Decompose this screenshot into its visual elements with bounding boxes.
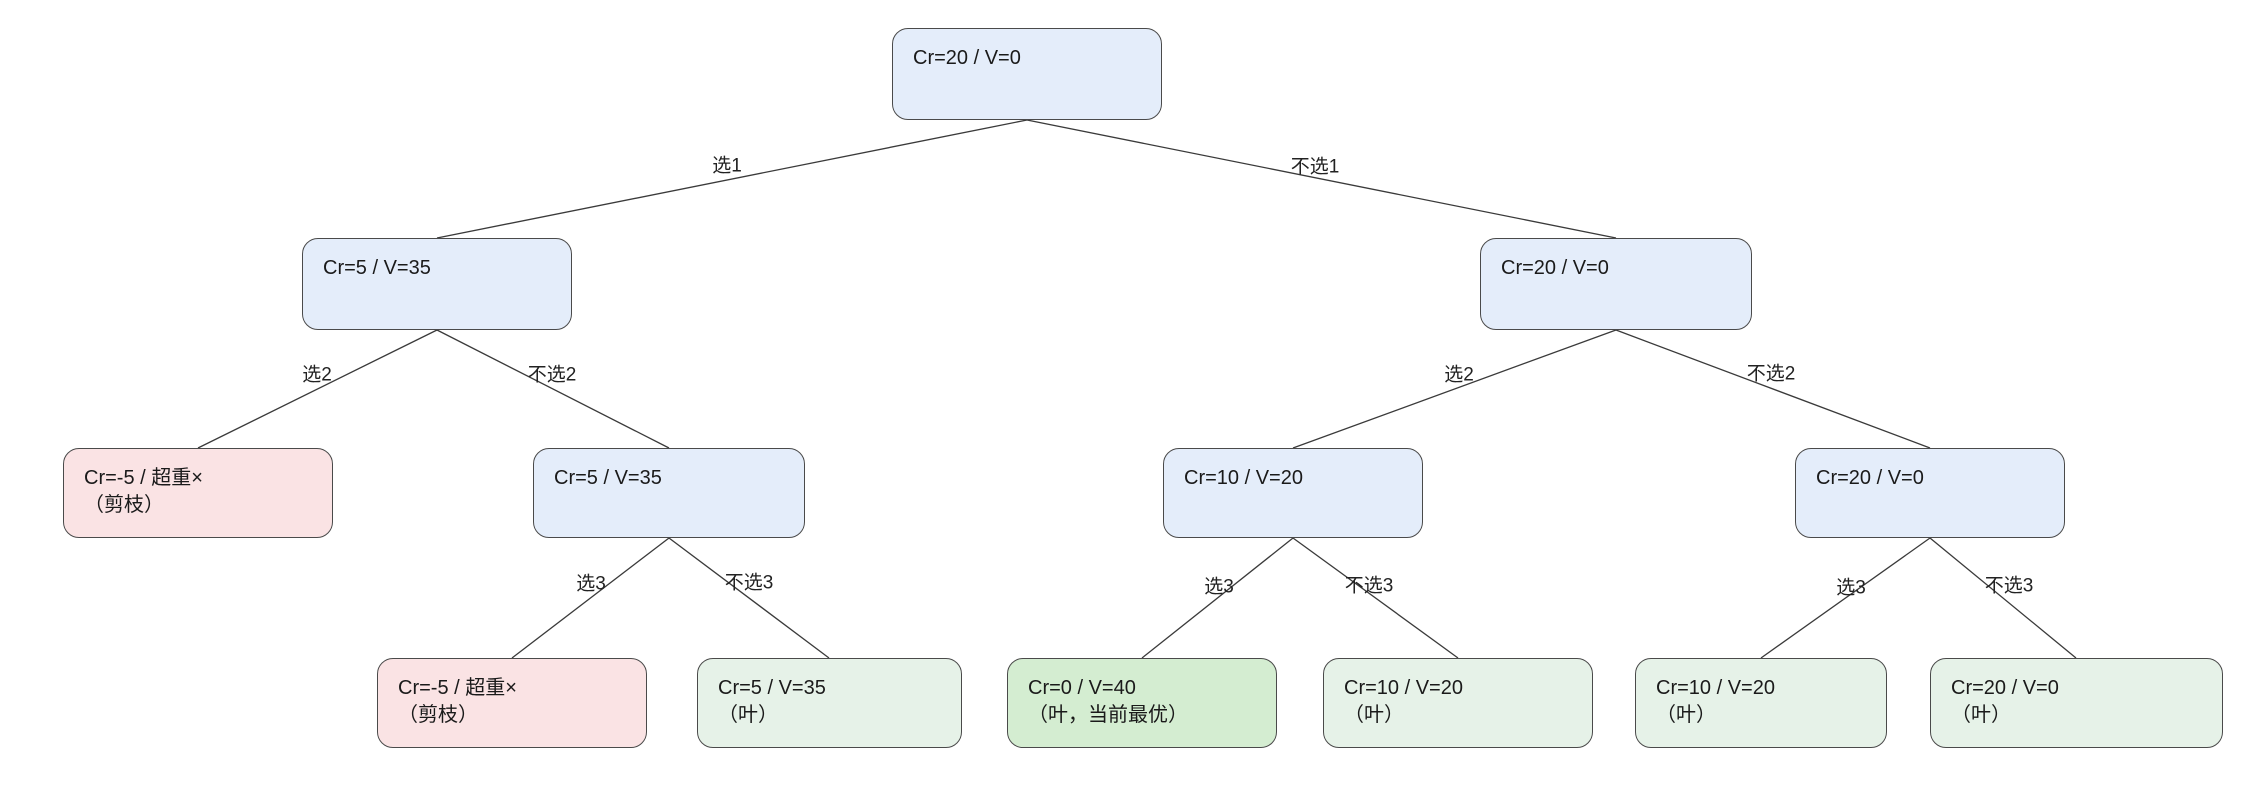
edge-rr-pick3 [1760, 537, 1931, 659]
node-status: （叶） [1656, 704, 1716, 726]
edge-rl-skip3 [1292, 537, 1459, 659]
edge-label-ll-skip3: 不选3 [724, 572, 774, 594]
tree-leaf-d: Cr=20 / V=0 （叶） [1930, 658, 2223, 748]
edge-skip1-pick2 [1292, 329, 1617, 449]
edge-root-pick1 [436, 119, 1028, 239]
node-status: （剪枝） [84, 494, 164, 516]
node-value: Cr=-5 / 超重× [398, 677, 517, 699]
edge-label-rr-pick3: 选3 [1836, 577, 1866, 599]
edge-label-rr-skip3: 不选3 [1984, 575, 2034, 597]
edge-label-rl-pick3: 选3 [1204, 576, 1234, 598]
node-value: Cr=0 / V=40 [1028, 677, 1136, 699]
node-status: （剪枝） [398, 704, 478, 726]
edge-skip1-skip2 [1615, 329, 1931, 449]
node-status: （叶） [1344, 704, 1404, 726]
node-value: Cr=5 / V=35 [718, 677, 826, 699]
tree-node-skip1-pick2: Cr=10 / V=20 [1163, 448, 1423, 538]
node-value: Cr=5 / V=35 [323, 257, 431, 279]
edge-rr-skip3 [1929, 537, 2077, 659]
node-value: Cr=20 / V=0 [913, 47, 1021, 69]
node-value: Cr=-5 / 超重× [84, 467, 203, 489]
edge-pick1-skip2 [436, 329, 670, 449]
edge-label-l-skip2: 不选2 [527, 364, 577, 386]
node-status: （叶） [718, 704, 778, 726]
tree-node-root: Cr=20 / V=0 [892, 28, 1162, 120]
tree-leaf-a: Cr=5 / V=35 （叶） [697, 658, 962, 748]
tree-leaf-b: Cr=10 / V=20 （叶） [1323, 658, 1593, 748]
tree-leaf-c: Cr=10 / V=20 （叶） [1635, 658, 1887, 748]
node-value: Cr=20 / V=0 [1816, 467, 1924, 489]
edge-rl-pick3 [1141, 537, 1294, 659]
edge-label-pick1: 选1 [712, 155, 742, 177]
node-status: （叶，当前最优） [1028, 704, 1188, 726]
tree-node-skip1: Cr=20 / V=0 [1480, 238, 1752, 330]
node-value: Cr=20 / V=0 [1951, 677, 2059, 699]
edge-label-l-pick2: 选2 [302, 364, 332, 386]
tree-leaf-pruned: Cr=-5 / 超重× （剪枝） [377, 658, 647, 748]
node-value: Cr=10 / V=20 [1184, 467, 1303, 489]
tree-leaf-best: Cr=0 / V=40 （叶，当前最优） [1007, 658, 1277, 748]
edge-ll-pick3 [511, 537, 670, 659]
tree-node-pick1-skip2: Cr=5 / V=35 [533, 448, 805, 538]
node-value: Cr=10 / V=20 [1656, 677, 1775, 699]
edge-label-r-skip2: 不选2 [1746, 363, 1796, 385]
edge-label-skip1: 不选1 [1290, 156, 1340, 178]
edge-ll-skip3 [668, 537, 830, 659]
edge-label-ll-pick3: 选3 [576, 573, 606, 595]
edge-root-skip1 [1026, 119, 1617, 239]
node-status: （叶） [1951, 704, 2011, 726]
edge-label-r-pick2: 选2 [1444, 364, 1474, 386]
node-value: Cr=5 / V=35 [554, 467, 662, 489]
tree-node-skip1-skip2: Cr=20 / V=0 [1795, 448, 2065, 538]
tree-node-pick1-pick2-pruned: Cr=-5 / 超重× （剪枝） [63, 448, 333, 538]
node-value: Cr=20 / V=0 [1501, 257, 1609, 279]
edge-pick1-pick2 [197, 329, 438, 449]
edge-label-rl-skip3: 不选3 [1344, 575, 1394, 597]
tree-node-pick1: Cr=5 / V=35 [302, 238, 572, 330]
node-value: Cr=10 / V=20 [1344, 677, 1463, 699]
